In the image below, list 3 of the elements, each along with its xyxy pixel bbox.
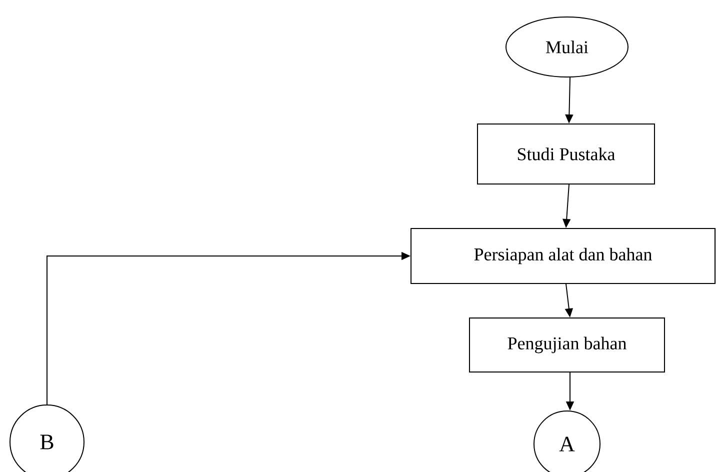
process-box: Studi Pustaka	[477, 124, 655, 184]
process-box: Persiapan alat dan bahan	[410, 228, 716, 284]
process-box: Pengujian bahan	[469, 318, 665, 372]
